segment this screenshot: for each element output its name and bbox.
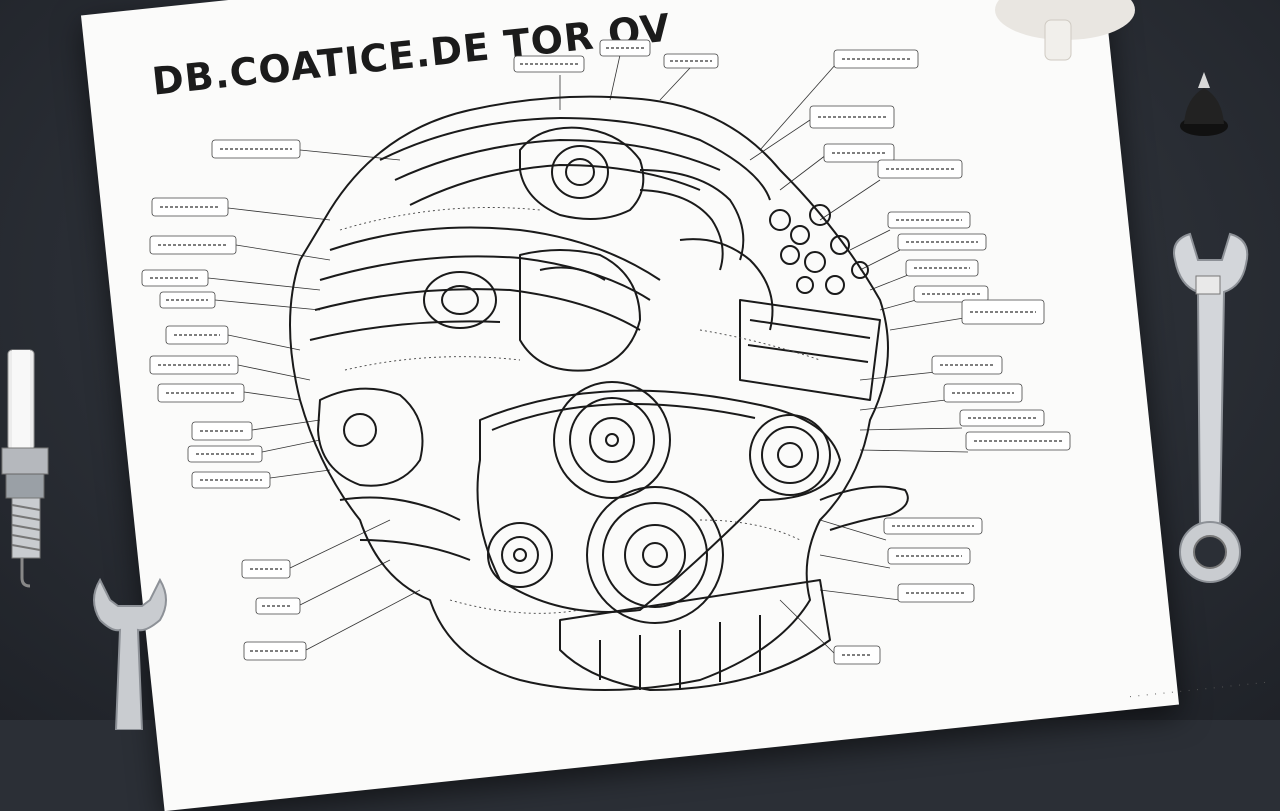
spark-plug-icon [1, 349, 49, 588]
label-scribbles [150, 47, 1062, 656]
mug-icon [995, 0, 1135, 61]
wrench-icon [1173, 232, 1249, 583]
engine-detail-hatching [339, 207, 821, 614]
engine-block [289, 95, 909, 691]
engine-diagram [141, 39, 1071, 691]
knob-icon [1180, 72, 1228, 136]
wrench-icon [93, 577, 167, 730]
